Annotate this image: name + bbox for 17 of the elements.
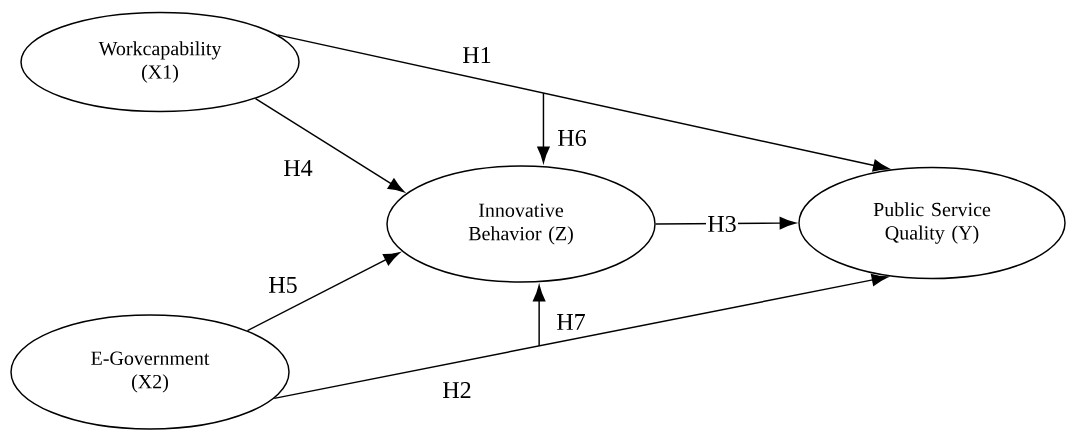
ellipse-node: Innovative Behavior (Z) (386, 165, 656, 283)
ellipse-node: Public Service Quality (Y) (798, 166, 1066, 280)
arrow (273, 273, 888, 400)
arrow (276, 34, 890, 172)
edge-label: H6 (556, 128, 588, 148)
edge-label: H5 (267, 275, 299, 295)
edge-label: H1 (461, 45, 493, 65)
edge-label: H7 (555, 312, 587, 332)
ellipse-node: Workcapability (X1) (20, 11, 300, 113)
arrow (537, 92, 550, 163)
arrow (532, 285, 546, 347)
edge-label: H2 (441, 380, 473, 400)
arrow (254, 97, 405, 193)
edge-label: H3 (706, 214, 738, 234)
edge-label: H4 (282, 158, 314, 178)
arrow (246, 252, 400, 332)
ellipse-node: E-Government (X2) (10, 314, 290, 430)
